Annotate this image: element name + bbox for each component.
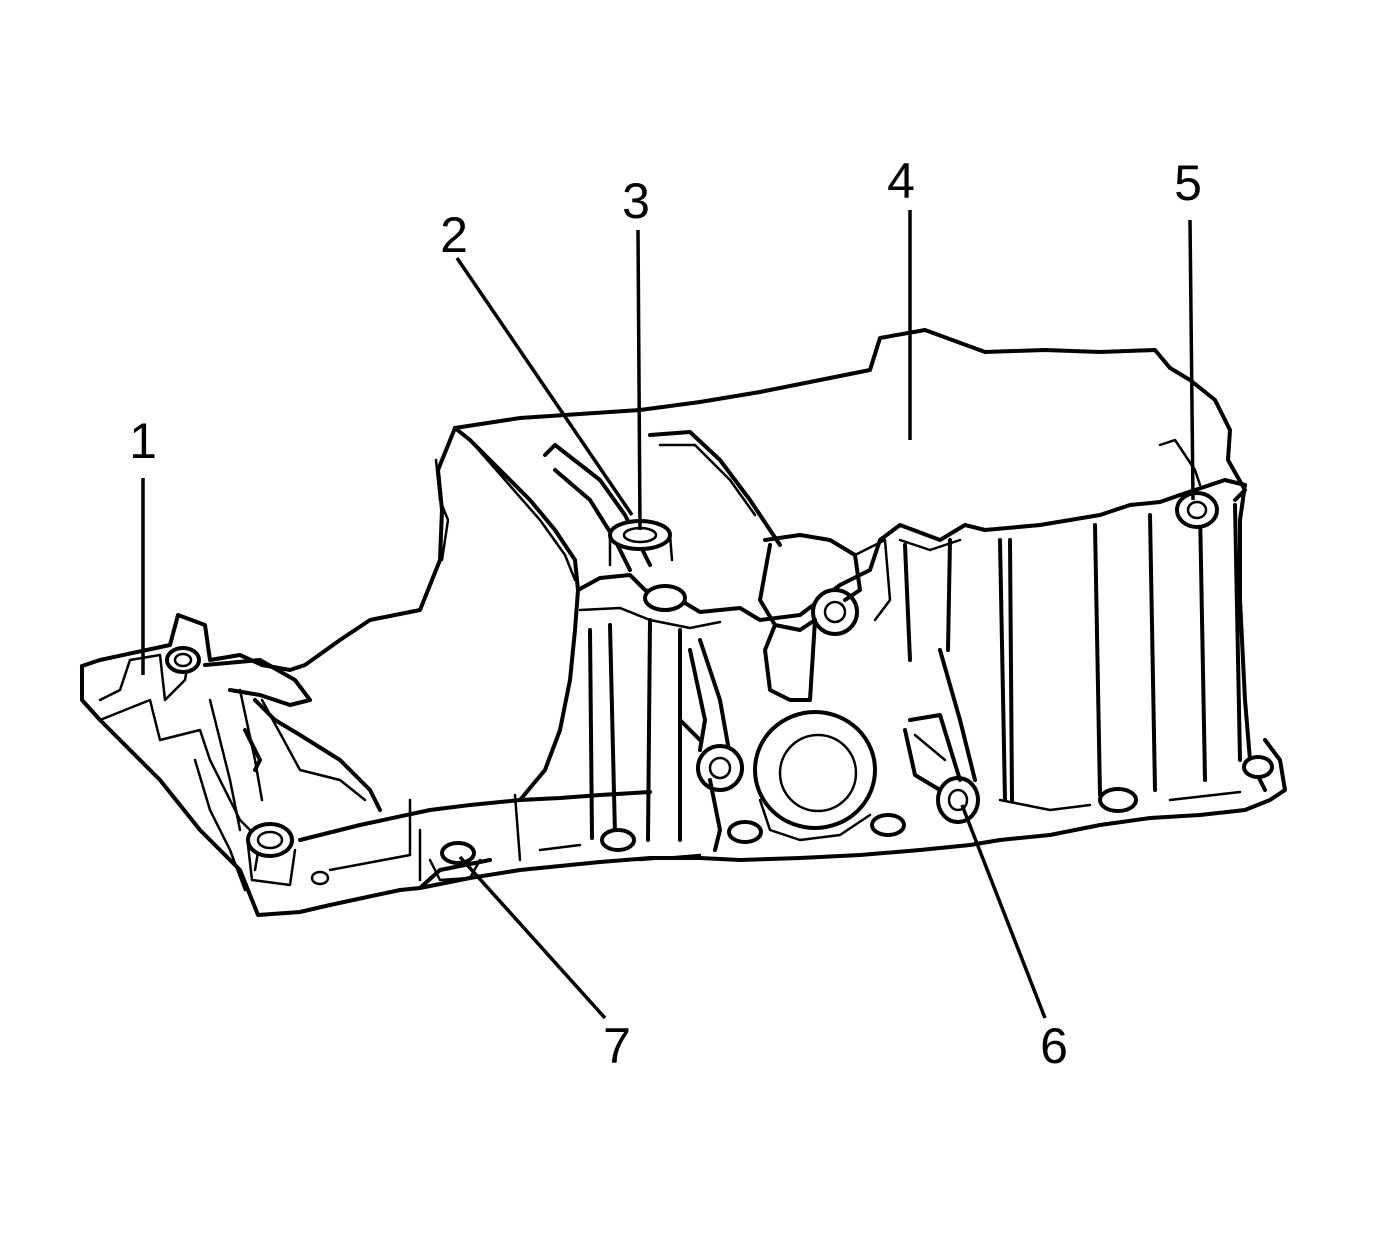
lower-passage-boss — [696, 744, 744, 792]
flange-bolt-b — [727, 820, 763, 844]
leader-lines — [141, 210, 1195, 1020]
leader-2 — [455, 257, 634, 516]
flange-bolt-c — [870, 813, 906, 837]
pan-bottom-edge — [418, 738, 1287, 890]
flange-bolt-d — [1098, 787, 1138, 813]
sump-front-curve — [453, 426, 580, 802]
right-panel — [1178, 478, 1267, 792]
front-flange-lower — [80, 664, 492, 917]
leader-6 — [960, 804, 1047, 1019]
callout-labels: 1 2 3 4 5 6 7 — [129, 153, 1202, 1074]
callout-5: 5 — [1174, 155, 1202, 211]
front-flange-inner — [98, 648, 262, 872]
front-flange-outline — [80, 426, 457, 672]
callout-2: 2 — [440, 207, 468, 263]
pan-bottom-front — [298, 790, 652, 842]
callout-6: 6 — [1040, 1018, 1068, 1074]
front-flange-rib — [193, 688, 264, 892]
oil-pan-illustration — [80, 328, 1287, 917]
leader-5 — [1188, 219, 1195, 501]
center-boss — [643, 584, 687, 612]
callout-1: 1 — [129, 413, 157, 469]
bolt-hole-6 — [936, 776, 980, 824]
bolt-hole-5 — [1175, 491, 1219, 529]
pan-upper-outline — [453, 328, 1247, 502]
callout-3: 3 — [622, 173, 650, 229]
sump-inner-curve — [468, 438, 577, 582]
sump-ribs — [588, 503, 1242, 842]
bolt-hole-7 — [440, 841, 476, 865]
lower-left-boss — [246, 822, 294, 858]
callout-4: 4 — [887, 153, 915, 209]
leader-7 — [458, 855, 607, 1020]
callout-7: 7 — [603, 1018, 631, 1074]
leader-3 — [636, 229, 642, 531]
flange-bolt-a — [600, 828, 636, 852]
front-boss — [165, 646, 201, 674]
flange-bolt-e — [1242, 755, 1274, 779]
